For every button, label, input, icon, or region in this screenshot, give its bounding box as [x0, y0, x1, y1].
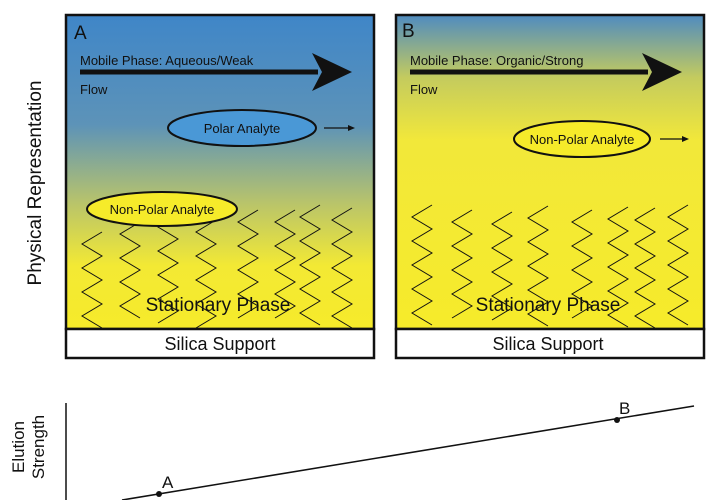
elution-strength-plot: Elution Strength A B — [9, 399, 695, 500]
panel-a-alkyl-chain — [81, 231, 103, 329]
panel-a-stationary-phase-label: Stationary Phase — [146, 295, 291, 316]
elution-axis-label-line2: Strength — [29, 415, 48, 479]
panel-a-alkyl-chain — [237, 209, 259, 319]
panel-b-silica-support-label: Silica Support — [492, 334, 603, 354]
panel-a-mobile-phase-label: Mobile Phase: Aqueous/Weak — [80, 53, 254, 68]
panel-b: B Mobile Phase: Organic/Strong Flow Non-… — [394, 13, 706, 360]
panel-b-nonpolar-analyte — [513, 120, 651, 158]
panel-a-polar-analyte-label: Polar Analyte — [204, 121, 281, 136]
panel-a-flow-arrow-head — [312, 53, 352, 91]
panel-b-alkyl-chain — [667, 204, 689, 326]
panel-b-alkyl-chain — [451, 209, 473, 319]
panel-a-silica-support — [64, 327, 376, 360]
panel-a-alkyl-chain — [157, 214, 179, 324]
elution-point-b-label: B — [619, 399, 630, 418]
panel-b-nonpolar-analyte-label: Non-Polar Analyte — [530, 132, 635, 147]
panel-b-letter: B — [402, 21, 415, 42]
elution-point-a-label: A — [162, 473, 174, 492]
panel-a-alkyl-chain — [331, 207, 353, 329]
panel-a-small-arrow-head — [348, 125, 355, 131]
panel-b-alkyl-chain — [491, 211, 513, 321]
panel-b-stationary-phase-label: Stationary Phase — [476, 295, 621, 316]
panel-b-alkyl-chain — [571, 209, 593, 319]
panel-a-stationary-chains — [81, 204, 353, 329]
panel-a-polar-analyte — [167, 109, 317, 147]
panel-b-alkyl-chain — [527, 205, 549, 327]
elution-point-a — [156, 491, 162, 497]
elution-axis-label-line1: Elution — [9, 421, 28, 473]
panel-b-flow-label: Flow — [410, 82, 438, 97]
panel-b-alkyl-chain — [634, 207, 656, 329]
panel-a-flow-label: Flow — [80, 82, 108, 97]
panel-a-nonpolar-analyte-label: Non-Polar Analyte — [110, 202, 215, 217]
panel-b-small-arrow-head — [682, 136, 689, 142]
panel-b-alkyl-chain — [411, 204, 433, 326]
elution-trend-line — [121, 405, 695, 500]
panel-b-silica-support — [394, 327, 706, 360]
panel-b-mobile-phase-label: Mobile Phase: Organic/Strong — [410, 53, 583, 68]
panel-a-alkyl-chain — [119, 221, 141, 319]
physical-representation-label: Physical Representation — [25, 81, 46, 286]
panel-a: A Mobile Phase: Aqueous/Weak Flow Polar … — [64, 13, 376, 360]
elution-point-b — [614, 417, 620, 423]
panel-a-nonpolar-analyte — [86, 191, 238, 227]
panel-b-alkyl-chain — [607, 206, 629, 328]
panel-a-silica-support-label: Silica Support — [164, 334, 275, 354]
panel-b-flow-arrow-head — [642, 53, 682, 91]
panel-a-alkyl-chain — [195, 219, 217, 329]
panel-a-alkyl-chain — [299, 204, 321, 326]
panel-a-letter: A — [74, 23, 87, 44]
panel-a-alkyl-chain — [274, 209, 296, 319]
panel-b-stationary-chains — [411, 204, 689, 329]
